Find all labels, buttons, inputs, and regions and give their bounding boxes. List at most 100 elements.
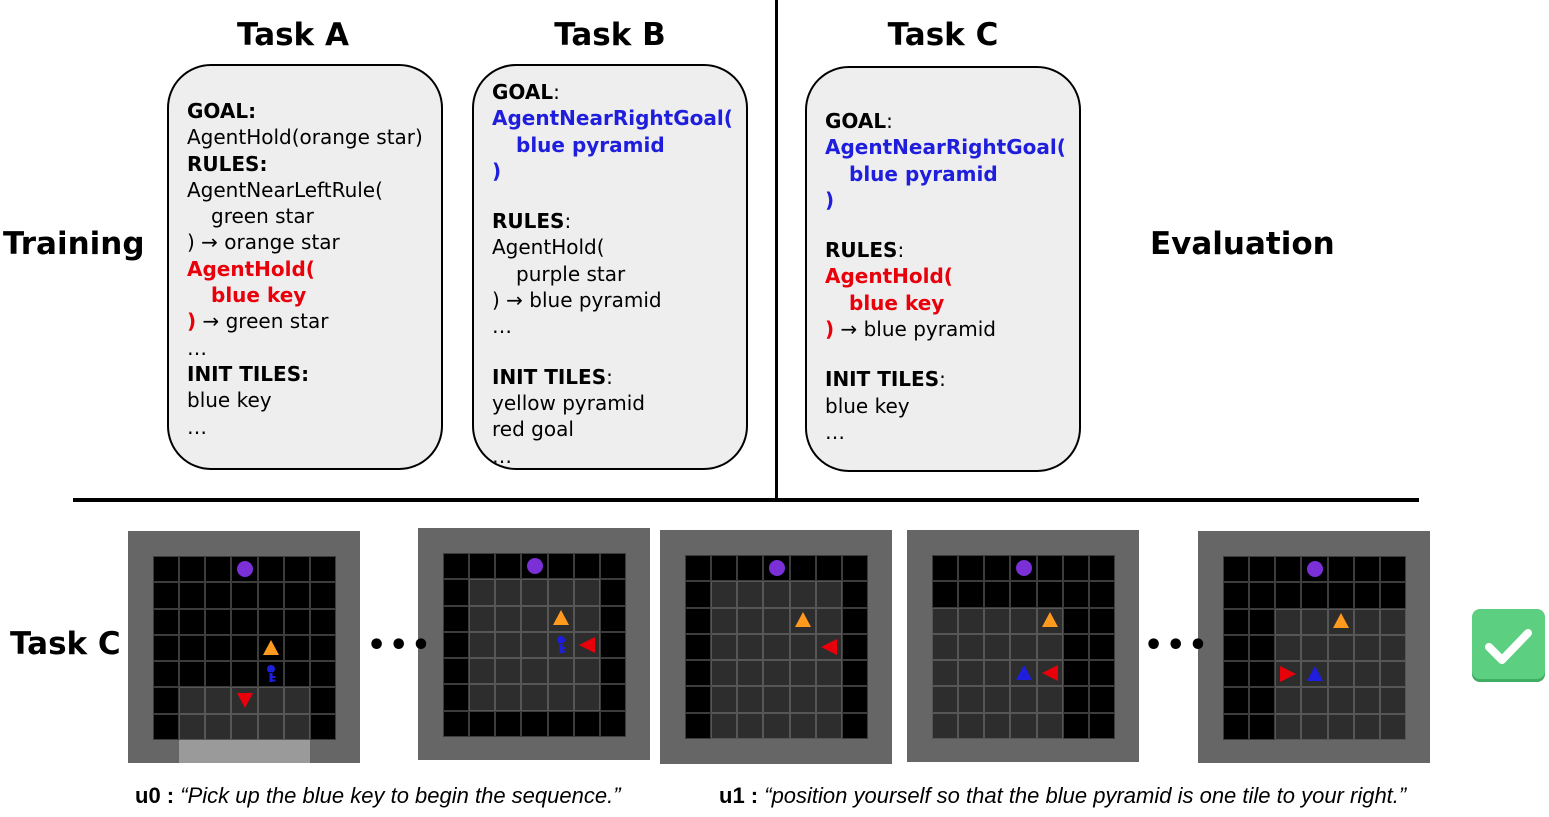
rule-line-highlight: blue key [849,290,945,315]
grid-cell [958,607,985,634]
grid-cell [1062,712,1089,739]
purple-ball-icon [525,556,545,580]
grid-cell [1275,713,1302,740]
grid-cell [1327,687,1354,714]
agent-arrow-icon [1040,663,1060,687]
grid-cell [1379,608,1406,635]
rule-line: ) → orange star [187,230,340,255]
grid-cell [573,684,600,711]
grid-cell [205,608,232,635]
grid-cell [763,686,790,713]
grid-cell [841,555,868,582]
grid-cell [599,605,626,632]
grid-cell [1327,634,1354,662]
grid-cell [841,712,868,739]
grid-world [685,555,868,739]
grid-cell [309,713,336,740]
grid-cell [841,633,868,661]
grid-cell [469,658,496,685]
grid-cell [711,686,738,713]
grid-cell [815,660,842,687]
rule-line-highlight: blue key [211,283,307,308]
grid-cell [932,660,959,687]
grid-cell [737,607,764,634]
grid-frame-4 [907,530,1139,762]
grid-cell [1088,607,1115,634]
grid-cell [1036,555,1063,582]
grid-cell [1223,713,1250,740]
grid-cell [1036,686,1063,713]
grid-cell [573,710,600,737]
grid-cell [841,581,868,608]
goal-heading: GOAL: [492,80,560,104]
rule-target: → green star [196,309,329,334]
rule-line: ) → blue pyramid [825,316,1069,342]
grid-cell [547,579,574,606]
grid-cell [789,712,816,739]
pyramid-icon [1040,610,1060,634]
grid-cell [205,661,232,688]
ellipsis: … [492,443,512,468]
task-c-title: Task C [887,17,999,53]
grid-cell [1353,582,1380,609]
grid-cell [1249,713,1276,740]
grid-cell [1223,687,1250,714]
agent-arrow-icon [819,637,839,661]
grid-cell [495,553,522,580]
grid-cell [309,608,336,635]
grid-cell [958,660,985,687]
grid-cell [1379,687,1406,714]
grid-cell [469,605,496,632]
rule-line-highlight: AgentHold( [187,256,315,281]
grid-cell [1223,661,1250,688]
grid-cell [179,556,206,583]
grid-cell [521,579,548,606]
grid-cell [1249,608,1276,635]
grid-cell [1062,660,1089,687]
grid-cell [443,579,470,606]
grid-cell [815,581,842,608]
grid-cell [763,581,790,608]
grid-cell [1010,686,1037,713]
paren-highlight: ) [187,309,197,334]
init-heading: INIT TILES: [825,367,946,392]
grid-cell [495,579,522,606]
grid-cell [1353,634,1380,662]
grid-cell [685,712,712,739]
grid-cell [1010,607,1037,634]
grid-cell [984,581,1011,608]
grid-cell [1223,556,1250,583]
grid-cell [789,633,816,661]
grid-cell [1275,556,1302,583]
grid-cell [495,684,522,711]
goal-line: ) [492,158,502,183]
grid-cell [1062,581,1089,608]
grid-cell [179,713,206,740]
grid-cell [205,582,232,609]
goal-heading: GOAL: [187,99,257,123]
rule-line: purple star [516,261,626,286]
grid-cell [958,686,985,713]
grid-cell [573,579,600,606]
grid-cell [1379,713,1406,740]
grid-cell [309,582,336,609]
grid-cell [283,661,310,688]
grid-cell [547,658,574,685]
grid-cell [932,581,959,608]
grid-cell [1036,581,1063,608]
grid-cell [153,713,180,740]
grid-cell [1353,608,1380,635]
grid-cell [309,634,336,662]
grid-cell [1249,556,1276,583]
rule-line: ) → green star [187,308,431,334]
grid-cell [443,605,470,632]
init-item: yellow pyramid [492,390,645,415]
grid-cell [469,631,496,659]
grid-world [1223,556,1406,740]
success-check-icon [1472,609,1545,682]
grid-frame-5 [1198,531,1430,763]
grid-cell [1275,687,1302,714]
grid-cell [599,684,626,711]
grid-cell [711,712,738,739]
grid-cell [815,686,842,713]
